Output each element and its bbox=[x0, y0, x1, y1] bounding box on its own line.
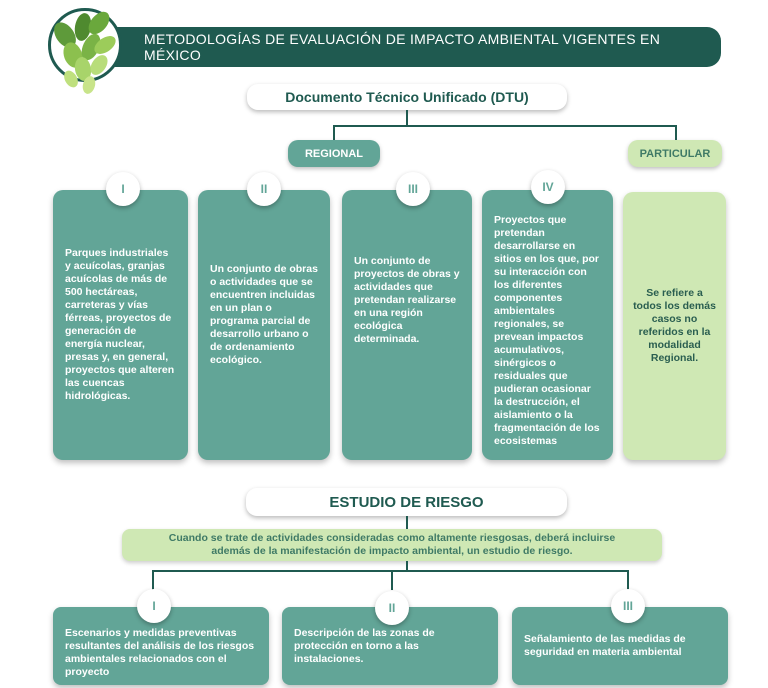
connector bbox=[675, 125, 677, 141]
card-text: Parques industriales y acuícolas, granja… bbox=[65, 247, 175, 402]
riesgo-number-3: III bbox=[611, 589, 645, 623]
regional-card-1: Parques industriales y acuícolas, granja… bbox=[53, 190, 188, 460]
card-text: Se refiere a todos los demás casos no re… bbox=[633, 287, 716, 364]
connector bbox=[333, 125, 676, 127]
particular-card: Se refiere a todos los demás casos no re… bbox=[623, 192, 726, 460]
connector bbox=[333, 125, 335, 141]
regional-card-4: Proyectos que pretendan desarrollarse en… bbox=[482, 190, 613, 460]
connector bbox=[406, 110, 408, 126]
dtu-label: Documento Técnico Unificado (DTU) bbox=[247, 84, 567, 110]
page-title: METODOLOGÍAS DE EVALUACIÓN DE IMPACTO AM… bbox=[144, 31, 661, 63]
card-text: Descripción de las zonas de protección e… bbox=[294, 626, 435, 665]
connector bbox=[406, 516, 408, 530]
particular-tag: PARTICULAR bbox=[628, 140, 722, 167]
regional-card-3: Un conjunto de proyectos de obras y acti… bbox=[342, 190, 472, 460]
riesgo-card-1: Escenarios y medidas preventivas resulta… bbox=[53, 607, 269, 685]
regional-tag: REGIONAL bbox=[288, 140, 380, 167]
note-text: Cuando se trate de actividades considera… bbox=[168, 532, 616, 557]
connector bbox=[406, 561, 408, 571]
leaf-cluster-icon bbox=[48, 8, 122, 94]
card-text: Un conjunto de obras o actividades que s… bbox=[210, 263, 318, 366]
riesgo-title: ESTUDIO DE RIESGO bbox=[246, 488, 567, 516]
card-number-1: I bbox=[106, 172, 140, 206]
riesgo-number-2: II bbox=[375, 591, 409, 625]
card-text: Señalamiento de las medidas de seguridad… bbox=[524, 633, 686, 658]
title-banner: METODOLOGÍAS DE EVALUACIÓN DE IMPACTO AM… bbox=[104, 27, 721, 67]
connector bbox=[152, 570, 154, 590]
card-number-3: III bbox=[396, 172, 430, 206]
riesgo-note: Cuando se trate de actividades considera… bbox=[122, 529, 662, 561]
card-text: Proyectos que pretendan desarrollarse en… bbox=[494, 214, 600, 447]
card-number-2: II bbox=[247, 172, 281, 206]
connector bbox=[627, 570, 629, 590]
regional-card-2: Un conjunto de obras o actividades que s… bbox=[198, 190, 330, 460]
connector bbox=[152, 570, 629, 572]
riesgo-card-3: Señalamiento de las medidas de seguridad… bbox=[512, 607, 728, 685]
riesgo-number-1: I bbox=[137, 589, 171, 623]
card-number-4: IV bbox=[531, 170, 565, 204]
card-text: Un conjunto de proyectos de obras y acti… bbox=[354, 254, 460, 345]
card-text: Escenarios y medidas preventivas resulta… bbox=[65, 627, 255, 678]
connector bbox=[391, 570, 393, 590]
